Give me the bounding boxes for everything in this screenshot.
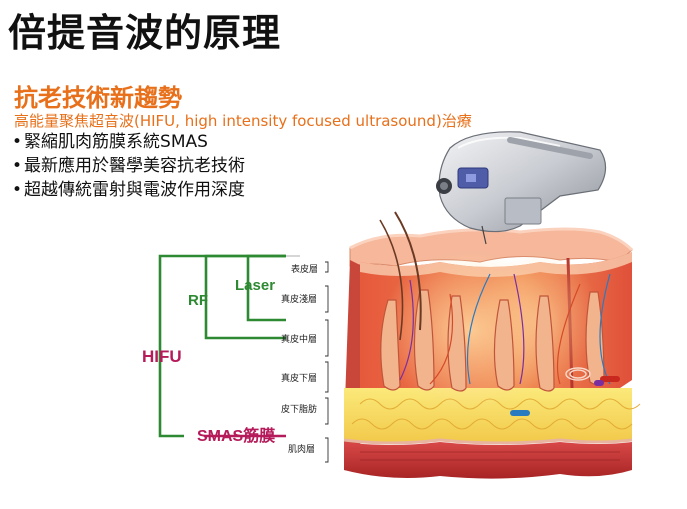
bullet-list: 緊縮肌肉筋膜系統SMAS 最新應用於醫學美容抗老技術 超越傳統雷射與電波作用深度 xyxy=(12,130,245,202)
rf-label: RF xyxy=(188,292,208,309)
hifu-device-icon xyxy=(436,131,607,245)
subtitle: 抗老技術新趨勢 xyxy=(14,84,182,112)
layer-label-subcutaneous-fat: 皮下脂肪 xyxy=(281,403,317,415)
depth-brackets xyxy=(158,254,286,438)
hifu-label: HIFU xyxy=(142,347,182,366)
layer-label-epidermis: 表皮層 xyxy=(291,263,318,275)
skin-block xyxy=(343,211,641,479)
bullet-item: 超越傳統雷射與電波作用深度 xyxy=(12,178,245,202)
laser-label: Laser xyxy=(235,277,275,294)
layer-label-upper-dermis: 真皮淺層 xyxy=(281,293,317,305)
description: 高能量聚焦超音波(HIFU, high intensity focused ul… xyxy=(14,112,472,130)
layer-label-lower-dermis: 真皮下層 xyxy=(281,372,317,384)
layer-brackets xyxy=(325,261,329,463)
page-title: 倍提音波的原理 xyxy=(8,11,282,55)
smas-label: SMAS筋膜 xyxy=(197,426,275,445)
bullet-item: 緊縮肌肉筋膜系統SMAS xyxy=(12,130,245,154)
layer-label-muscle: 肌肉層 xyxy=(288,443,315,455)
layer-label-mid-dermis: 真皮中層 xyxy=(281,333,317,345)
bullet-item: 最新應用於醫學美容抗老技術 xyxy=(12,154,245,178)
